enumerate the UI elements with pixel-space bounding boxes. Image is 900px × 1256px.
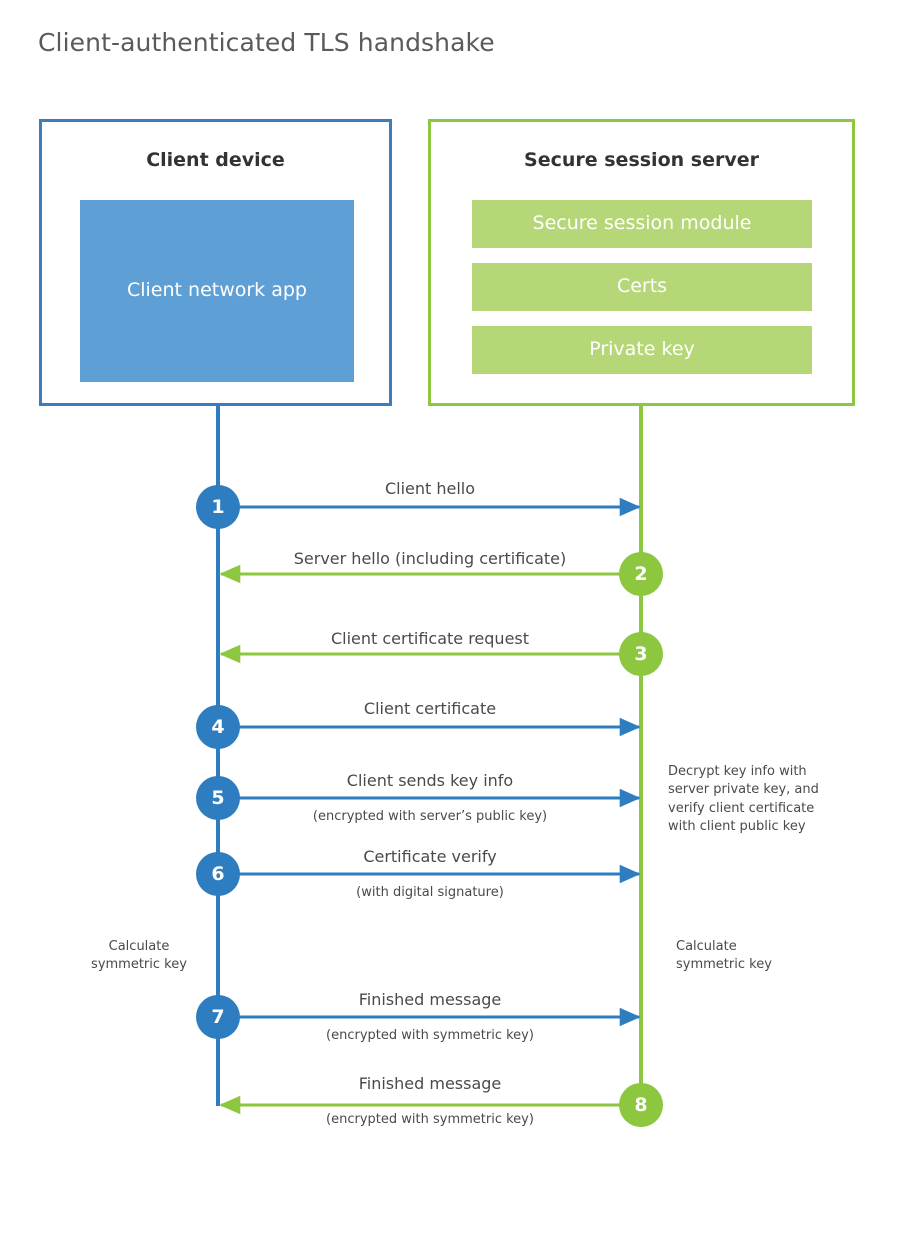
step-bubble-1[interactable]: 1 [196,485,240,529]
step-bubble-4-number: 4 [211,716,225,738]
actor-box-client-device: Client device Client network app [39,119,392,406]
step-bubble-3[interactable]: 3 [619,632,663,676]
step-bubble-7-number: 7 [211,1006,225,1028]
message-label-step-3: Client certificate request [330,629,530,648]
message-sublabel-step-6: (with digital signature) [356,885,504,900]
annotation-client-calculate-symmetric-key: Calculate symmetric key [68,938,210,975]
annotation-server-decrypt-line-1: Decrypt key info with [668,764,807,779]
step-bubble-7[interactable]: 7 [196,995,240,1039]
annotation-server-decrypt-line-4: with client public key [668,819,806,835]
step-bubble-6[interactable]: 6 [196,852,240,896]
private-key-block: Private key [472,326,812,374]
step-bubble-8-number: 8 [634,1094,648,1116]
annotation-server-decrypt: Decrypt key info with server private key… [668,763,848,837]
step-bubble-3-number: 3 [634,643,648,665]
message-label-step-4: Client certificate [363,699,497,718]
certs-block: Certs [472,263,812,311]
step-bubble-2[interactable]: 2 [619,552,663,596]
message-label-step-8: Finished message [358,1074,502,1093]
message-sublabel-step-5: (encrypted with server’s public key) [312,809,548,824]
annotation-server-decrypt-line-3: verify client certificate [668,800,815,816]
step-bubble-8[interactable]: 8 [619,1083,663,1127]
page-title: Client-authenticated TLS handshake [38,28,495,57]
annotation-server-decrypt-line-2: server private key, and [668,782,819,798]
message-sublabel-step-8: (encrypted with symmetric key) [326,1112,534,1127]
message-label-step-1: Client hello [384,479,476,498]
client-device-title: Client device [146,149,285,171]
client-network-app-block: Client network app [80,200,354,382]
message-label-step-6: Certificate verify [363,847,497,866]
step-bubble-1-number: 1 [211,496,225,518]
step-bubble-5-number: 5 [211,787,225,809]
private-key-label: Private key [589,338,695,361]
secure-session-module-label: Secure session module [532,212,752,235]
message-label-step-2: Server hello (including certificate) [293,549,567,568]
message-label-step-5: Client sends key info [346,771,514,790]
message-label-step-7: Finished message [358,990,502,1009]
step-bubble-2-number: 2 [634,563,648,585]
step-bubble-4[interactable]: 4 [196,705,240,749]
secure-session-module-block: Secure session module [472,200,812,248]
annotation-server-calc-line-1: Calculate [676,939,737,954]
step-bubble-6-number: 6 [211,863,225,885]
annotation-client-calc-line-2: symmetric key [91,957,187,973]
message-sublabel-step-7: (encrypted with symmetric key) [326,1028,534,1043]
step-bubble-5[interactable]: 5 [196,776,240,820]
actor-box-secure-session-server: Secure session server Secure session mod… [428,119,855,406]
certs-label: Certs [616,275,668,298]
annotation-server-calculate-symmetric-key: Calculate symmetric key [676,938,826,975]
annotation-server-calc-line-2: symmetric key [676,957,772,973]
client-network-app-label: Client network app [126,279,307,302]
annotation-client-calc-line-1: Calculate [108,939,170,954]
secure-session-server-title: Secure session server [524,149,759,171]
